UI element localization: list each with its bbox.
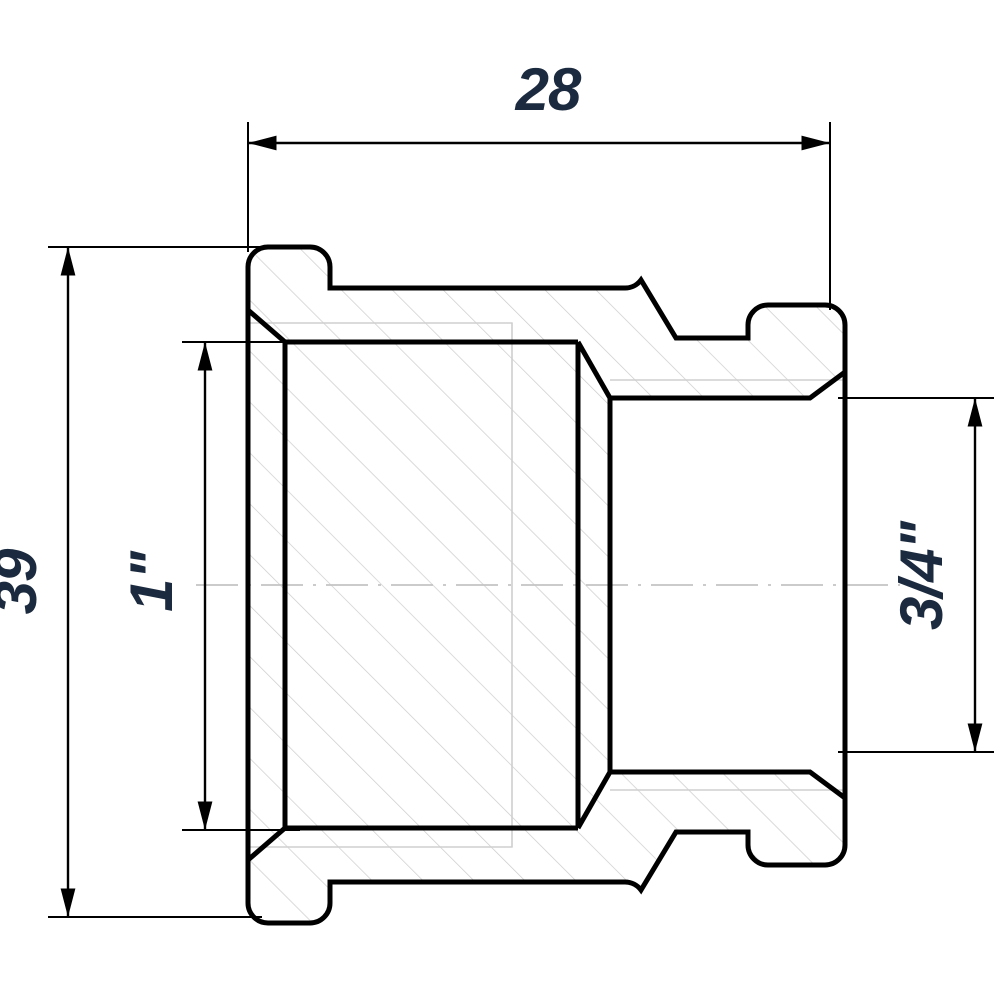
dimension-label-height: 39 — [0, 548, 49, 614]
hidden-detail-lines — [248, 322, 845, 848]
part-outline — [245, 244, 848, 926]
dimension-lines — [60, 135, 983, 917]
dimension-label-thread-small: 3/4" — [888, 520, 955, 630]
dimension-label-thread-large: 1" — [118, 550, 185, 612]
dimension-label-length: 28 — [515, 56, 582, 123]
dimension-labels: 28 39 1" 3/4" — [0, 56, 955, 630]
extension-lines — [48, 122, 994, 918]
